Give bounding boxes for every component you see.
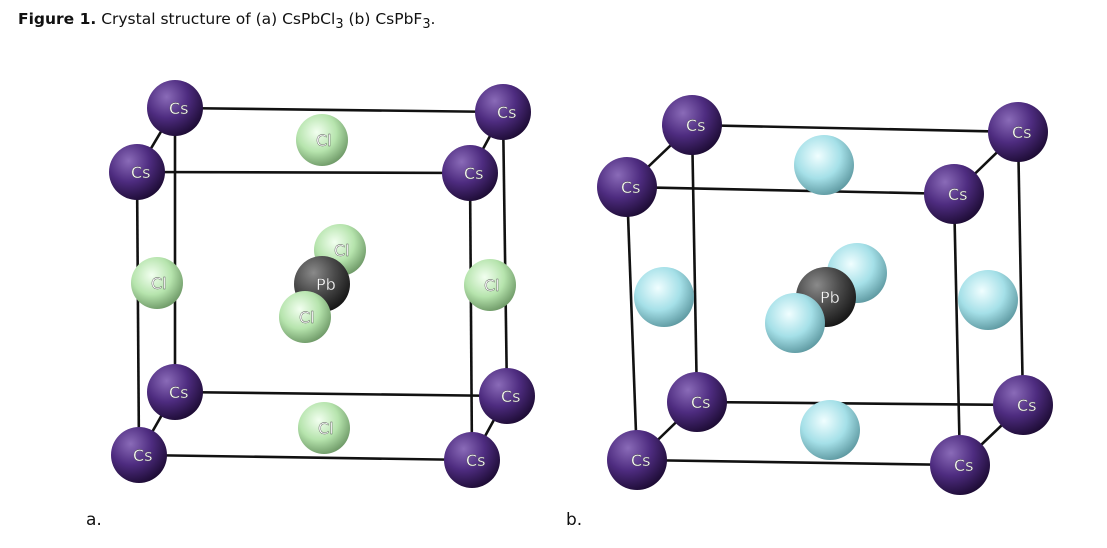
cs-atom [993,375,1053,435]
cs-atom [988,102,1048,162]
cs-atom [147,80,203,136]
unit-cell-edge [626,185,955,196]
cs-atom [924,164,984,224]
cs-atom-label: Cs [169,99,189,118]
unit-cell-edge [952,193,962,466]
cl-atom [464,259,516,311]
cl-atom [298,402,350,454]
caption-text: Crystal structure of (a) CsPbCl [96,10,336,28]
cs-atom [479,368,535,424]
cs-atom [662,95,722,155]
unit-cell-edge [1016,131,1025,406]
caption-text: (b) CsPbF [343,10,423,28]
f-atom [765,293,825,353]
cs-atom [111,427,167,483]
cl-atom [279,291,331,343]
cs-atom-label: Cs [464,164,484,183]
cs-atom-label: Cs [691,393,711,412]
cl-atom-label: Cl [318,419,334,438]
unit-cell-edge [501,111,509,397]
figure-number: Figure 1. [18,10,97,28]
cs-atom [444,432,500,488]
f-atom [800,400,860,460]
caption-subscript: 3 [422,17,431,33]
cs-atom-label: Cs [631,451,651,470]
unit-cell-edge [174,390,508,398]
cs-atom [607,430,667,490]
cs-atom [475,84,531,140]
cl-atom-label: Cl [299,308,315,327]
caption-text: . [430,10,436,28]
unit-cell-edge [636,458,961,467]
unit-cell-edge [691,123,1019,134]
cs-atom-label: Cs [948,185,968,204]
figure-caption: Figure 1. Crystal structure of (a) CsPbC… [18,10,435,32]
cl-atom-label: Cl [316,131,332,150]
f-atom [958,270,1018,330]
cl-atom-label: Cl [334,241,350,260]
cs-atom-label: Cs [131,163,151,182]
cs-atom [442,145,498,201]
cs-atom-label: Cs [169,383,189,402]
pb-atom-label: Pb [316,275,336,294]
cs-atom-label: Cs [621,178,641,197]
cs-atom-label: Cs [501,387,521,406]
pb-atom-label: Pb [820,288,840,307]
unit-cell-edge [696,400,1024,407]
cl-atom [131,257,183,309]
panel-label-a: a. [86,510,102,530]
cs-atom [667,372,727,432]
cs-atom-label: Cs [1012,123,1032,142]
cs-atom-label: Cs [497,103,517,122]
cs-atom [109,144,165,200]
cl-atom-label: Cl [484,276,500,295]
unit-cell-edge [468,172,474,461]
cs-atom-label: Cs [954,456,974,475]
caption-subscript: 3 [335,17,344,33]
cs-atom [597,157,657,217]
f-atom [634,267,694,327]
cs-atom-label: Cs [1017,396,1037,415]
cl-atom-label: Cl [151,274,167,293]
cl-atom [296,114,348,166]
cs-atom-label: Cs [686,116,706,135]
unit-cell-edge [174,106,504,114]
f-atom [794,135,854,195]
cs-atom [147,364,203,420]
panel-label-b: b. [566,510,583,530]
cs-atom [930,435,990,495]
cs-atom-label: Cs [133,446,153,465]
unit-cell-edge [135,171,141,456]
unit-cell-edge [690,124,699,403]
cs-atom-label: Cs [466,451,486,470]
unit-cell-edge [136,170,471,175]
unit-cell-edge [625,186,639,461]
unit-cell-edge [138,453,473,462]
